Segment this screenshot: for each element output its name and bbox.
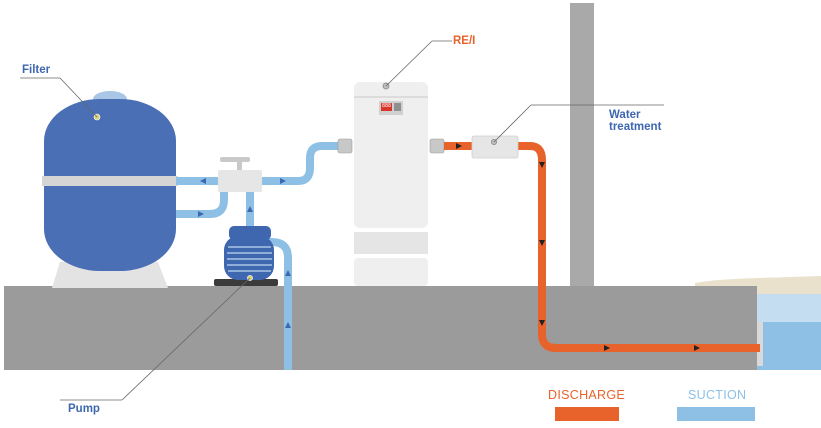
filter-band bbox=[42, 176, 178, 186]
discharge-arrow bbox=[456, 143, 462, 149]
pool-water-top bbox=[757, 294, 821, 322]
legend-discharge-swatch bbox=[555, 407, 619, 421]
suction-pipes bbox=[176, 142, 340, 370]
suction-arrow bbox=[280, 178, 286, 184]
valve-handle bbox=[220, 157, 250, 162]
suction-arrow bbox=[200, 178, 206, 184]
suction-pipe-pump-inlet bbox=[252, 238, 292, 370]
pump-label: Pump bbox=[68, 403, 100, 415]
rei-label: RE/I bbox=[453, 35, 476, 47]
pool-water bbox=[757, 322, 821, 370]
water-treatment-label: Water treatment bbox=[609, 109, 661, 133]
pump-top bbox=[229, 226, 271, 240]
discharge-arrow bbox=[604, 345, 610, 351]
heater-display-screen bbox=[381, 103, 392, 111]
heater-cabinet-mid bbox=[354, 232, 428, 254]
filter-label: Filter bbox=[22, 64, 51, 76]
water-treatment-unit bbox=[471, 135, 519, 159]
pump-motor bbox=[224, 236, 274, 280]
pump-fins bbox=[227, 246, 272, 272]
suction-arrow bbox=[285, 322, 291, 328]
suction-pipe-filter-lower bbox=[176, 190, 228, 218]
heater-display-keys bbox=[394, 103, 401, 111]
suction-pipe-valve-heater bbox=[262, 142, 340, 185]
pump-label-leader bbox=[121, 277, 251, 401]
valve-body bbox=[218, 170, 262, 192]
discharge-arrow bbox=[694, 345, 700, 351]
water-treatment-label-line2: treatment bbox=[609, 121, 662, 133]
discharge-arrow bbox=[539, 320, 545, 326]
ground-slab bbox=[4, 286, 757, 370]
heater-display-value: 888 bbox=[381, 103, 392, 109]
water-treatment-label-line1: Water bbox=[609, 109, 641, 121]
discharge-pipe-treatment-pool bbox=[518, 142, 760, 352]
suction-arrow bbox=[198, 211, 204, 217]
discharge-arrow bbox=[539, 240, 545, 246]
valve-stem bbox=[237, 162, 242, 171]
suction-flow-arrows bbox=[198, 178, 291, 328]
treatment-label-leader bbox=[493, 104, 532, 143]
heater-cabinet-top bbox=[354, 82, 428, 228]
heater-cabinet-stripe bbox=[354, 96, 428, 98]
discharge-flow-arrows bbox=[456, 143, 700, 351]
suction-arrow bbox=[247, 206, 253, 212]
legend-suction-swatch bbox=[677, 407, 755, 421]
suction-arrow bbox=[285, 270, 291, 276]
legend-discharge-label: DISCHARGE bbox=[548, 388, 626, 402]
chimney-column bbox=[570, 3, 594, 289]
legend-suction-label: SUCTION bbox=[688, 388, 747, 402]
heater-connectors bbox=[337, 138, 445, 154]
heater-label-leader bbox=[385, 40, 433, 87]
heater-cabinet-bottom bbox=[354, 258, 428, 286]
discharge-arrow bbox=[539, 162, 545, 168]
pump-base bbox=[214, 279, 278, 286]
filter-label-leader bbox=[59, 77, 98, 118]
